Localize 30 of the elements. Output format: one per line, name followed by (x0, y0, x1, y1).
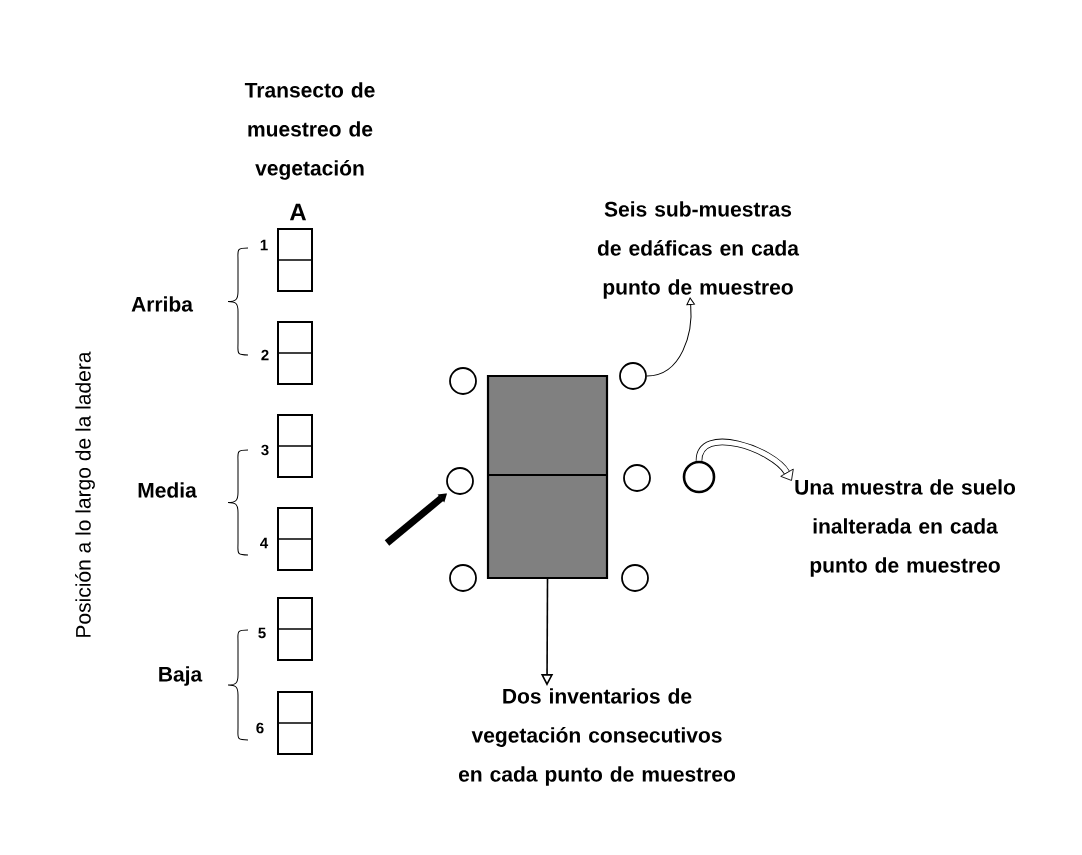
transect-plot (277, 321, 313, 385)
plot-number: 5 (258, 627, 266, 639)
sample-circle (682, 460, 716, 494)
plot-number: 4 (260, 537, 269, 549)
transect-plot (277, 597, 313, 661)
text-label: Seis sub-muestras de edáficas en cada punto de muestreo (597, 201, 800, 299)
sample-circle (621, 564, 649, 592)
sample-circle (446, 467, 474, 495)
slope-label: Media (138, 482, 197, 498)
plot-number: 6 (256, 722, 264, 734)
transect-plot (277, 414, 313, 478)
axis-title: Posición a lo largo de la ladera (75, 351, 95, 637)
text-label: Transecto de muestreo de vegetación (244, 82, 375, 180)
text-label: Una muestra de suelo inalterada en cada punto de muestreo (795, 479, 1015, 577)
slope-label: Arriba (131, 296, 194, 312)
sample-circle (619, 362, 647, 390)
plot-number: 2 (261, 349, 269, 361)
sample-circle (449, 367, 477, 395)
arrow (695, 438, 794, 481)
slope-label: Baja (159, 666, 203, 686)
vegetation-plot (486, 374, 609, 580)
sample-circle (623, 464, 651, 492)
transect-plot (277, 507, 313, 571)
plot-number: 3 (261, 444, 269, 456)
transect-plot (277, 228, 313, 292)
sample-circle (449, 564, 477, 592)
transect-plot (277, 691, 313, 755)
plot-number: 1 (260, 239, 268, 251)
text-label: Dos inventarios de vegetación consecutivos en cada punto de muestreo (458, 688, 736, 786)
arrow (646, 297, 695, 377)
